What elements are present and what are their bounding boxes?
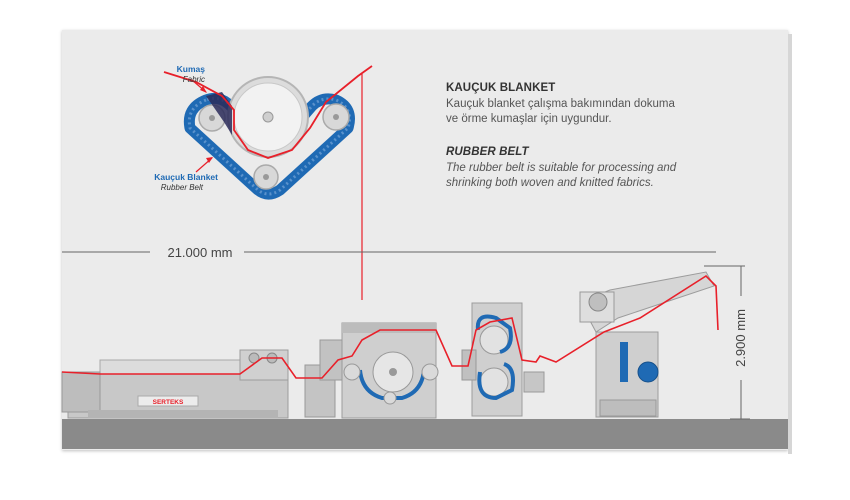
brand-label: SERTEKS — [153, 399, 184, 406]
rubber-belt-detail — [163, 65, 373, 200]
length-value: 21.000 mm — [167, 245, 232, 260]
description-title-tr: KAUÇUK BLANKET — [446, 82, 556, 94]
description-text-en-line2: shrinking both woven and knitted fabrics… — [446, 177, 654, 189]
machine-rubber-belt-unit — [319, 322, 439, 419]
machine-feed-unit: SERTEKS — [61, 349, 336, 419]
fabric-path-line — [61, 274, 719, 379]
machine-felt-unit — [461, 302, 545, 417]
description-text-tr-line2: ve örme kumaşlar için uygundur. — [446, 113, 612, 125]
height-value: 2.900 mm — [733, 309, 748, 367]
length-dimension: 21.000 mm — [62, 245, 716, 260]
fabric-path-detail — [163, 65, 373, 159]
label-fabric-en: Fabric — [183, 75, 205, 84]
label-fabric-tr: Kumaş — [177, 64, 206, 74]
description-text-tr-line1: Kauçuk blanket çalışma bakımından dokuma — [446, 98, 675, 110]
label-belt-en: Rubber Belt — [161, 183, 204, 192]
blue-motor — [637, 361, 659, 383]
floor — [62, 419, 788, 449]
description-block-en: RUBBER BELT The rubber belt is suitable … — [446, 146, 746, 191]
height-dimension: 2.900 mm — [704, 265, 750, 420]
description-text-en-line1: The rubber belt is suitable for processi… — [446, 162, 677, 174]
description-title-en: RUBBER BELT — [446, 146, 529, 158]
machine-folder-unit — [579, 271, 715, 418]
label-belt-tr: Kauçuk Blanket — [154, 172, 218, 182]
description-block-tr: KAUÇUK BLANKET Kauçuk blanket çalışma ba… — [446, 82, 746, 127]
